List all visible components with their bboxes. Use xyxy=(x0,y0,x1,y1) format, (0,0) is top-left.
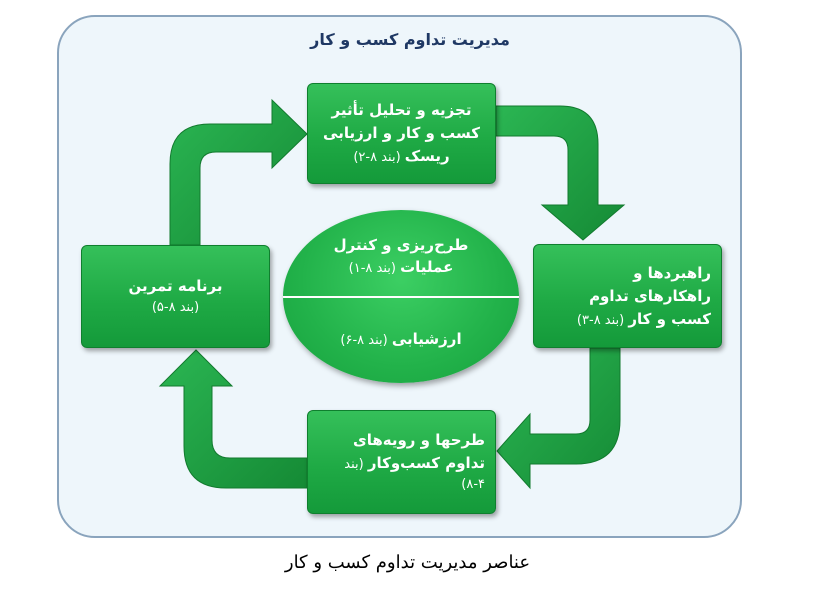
box-top-line2: کسب و کار و ارزیابی xyxy=(323,124,480,142)
box-top-line3-ref: (بند ۸-۲) xyxy=(353,150,405,165)
box-right-line2: راهکارهای تداوم xyxy=(589,286,711,305)
diagram-title: مدیریت تداوم کسب و کار xyxy=(310,30,510,49)
center-upper-line2-bold: عملیات xyxy=(400,258,454,276)
box-top-line1: تجزیه و تحلیل تأثیر xyxy=(331,101,472,119)
center-lower-bold: ارزشیابی xyxy=(391,330,462,348)
box-bottom-line2-bold: تداوم کسب‌وکار xyxy=(367,454,485,472)
figure-caption: عناصر مدیریت تداوم کسب و کار xyxy=(284,552,531,573)
box-right-line3-ref: (بند ۸-۳) xyxy=(576,312,629,328)
arrow-left-to-top xyxy=(169,98,308,246)
center-upper-line2: عملیات (بند ۸-۱) xyxy=(283,256,519,279)
center-upper-line2-ref: (بند ۸-۱) xyxy=(348,261,401,276)
box-exercise-program: برنامه تمرین (بند ۸-۵) xyxy=(81,245,270,348)
box-right-line3: کسب و کار (بند ۸-۳) xyxy=(534,308,711,331)
arrow-bottom-to-left xyxy=(158,349,308,489)
box-left-line1: برنامه تمرین xyxy=(128,277,223,295)
box-continuity-plans: طرحها و رویه‌های تداوم کسب‌وکار (بند ۸-۴… xyxy=(307,410,496,514)
box-impact-analysis: تجزیه و تحلیل تأثیر کسب و کار و ارزیابی … xyxy=(307,83,496,184)
box-top-line3: ریسک (بند ۸-۲) xyxy=(308,145,495,168)
box-bottom-line2-ref: (بند xyxy=(344,457,368,472)
box-right-line1: راهبردها و xyxy=(633,263,711,282)
arrow-right-to-bottom xyxy=(496,347,621,490)
center-ellipse: طرح‌ریزی و کنترل عملیات (بند ۸-۱) ارزشیا… xyxy=(283,210,519,383)
box-top-line3-bold: ریسک xyxy=(404,147,450,165)
center-lower-ref: (بند ۸-۶) xyxy=(340,333,392,348)
box-bottom-line1: طرحها و رویه‌های xyxy=(352,431,485,449)
box-right-line3-bold: کسب و کار xyxy=(628,309,711,328)
box-left-line2: (بند ۸-۵) xyxy=(151,300,200,315)
center-upper-line1: طرح‌ریزی و کنترل xyxy=(333,236,469,254)
center-upper: طرح‌ریزی و کنترل عملیات (بند ۸-۱) xyxy=(283,234,519,279)
box-strategies: راهبردها و راهکارهای تداوم کسب و کار (بن… xyxy=(533,244,722,348)
center-lower: ارزشیابی (بند ۸-۶) xyxy=(283,328,519,351)
center-divider xyxy=(283,296,519,298)
box-bottom-line2: تداوم کسب‌وکار (بند xyxy=(308,452,485,475)
arrow-top-to-right xyxy=(495,105,626,241)
box-bottom-line3: ۸-۴) xyxy=(461,477,485,492)
